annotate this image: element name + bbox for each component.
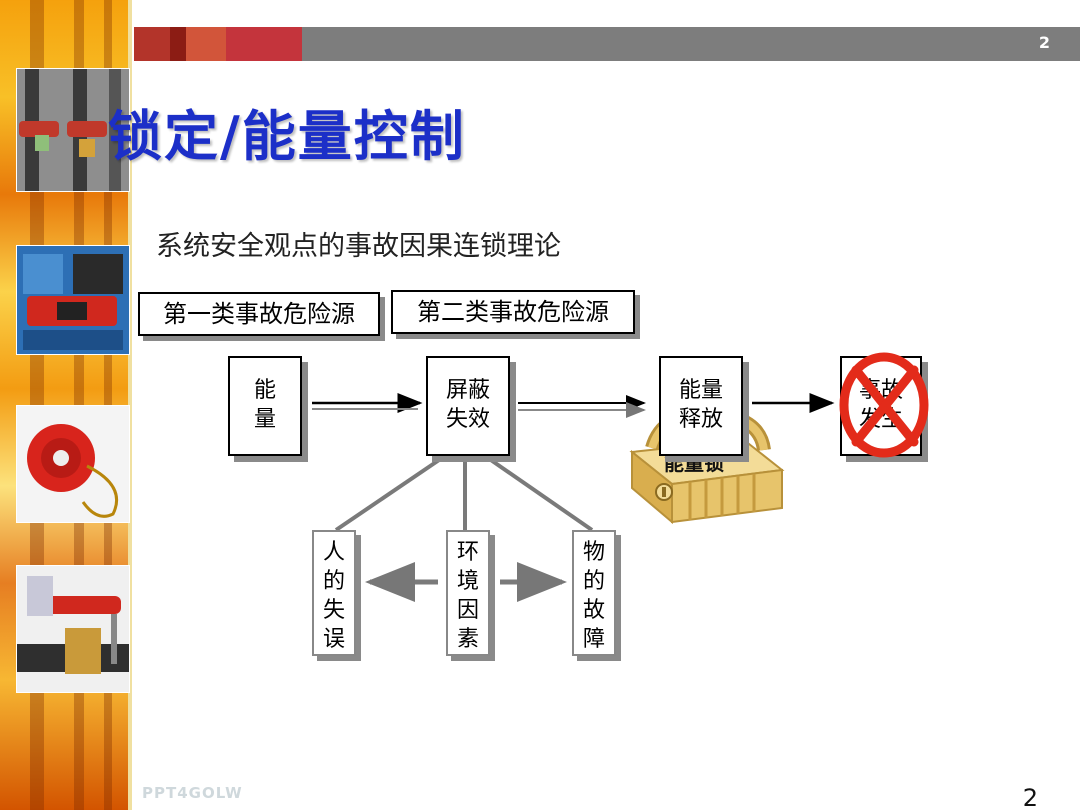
environment-char-1: 环 <box>456 540 479 565</box>
node-human-error: 人 的 失 误 <box>312 530 356 656</box>
node-energy-release-line-2: 释放 <box>678 407 723 432</box>
human-error-char-1: 人 <box>322 540 345 565</box>
lockout-photo-valve <box>16 68 130 192</box>
footer-page-number: 2 <box>1022 784 1038 812</box>
lockout-photo-pipe-valve <box>16 565 130 693</box>
object-fault-char-4: 障 <box>582 627 605 652</box>
slide-subtitle: 系统安全观点的事故因果连锁理论 <box>156 231 561 262</box>
cause-branch-lines <box>334 456 594 532</box>
object-fault-char-3: 故 <box>582 598 605 623</box>
environment-char-2: 境 <box>456 569 479 594</box>
lockout-photo-cable-lock <box>16 405 130 523</box>
arrow-energy-to-barrier <box>312 393 423 413</box>
sidebar-decoration <box>0 0 132 810</box>
human-error-char-2: 的 <box>322 569 345 594</box>
node-energy: 能 量 <box>228 356 302 456</box>
slide-title: 锁定/能量控制 <box>108 105 466 168</box>
environment-char-3: 因 <box>456 598 479 623</box>
object-fault-char-2: 的 <box>582 569 605 594</box>
node-barrier-failure-line-2: 失效 <box>445 407 490 432</box>
node-object-fault: 物 的 故 障 <box>572 530 616 656</box>
node-energy-line-1: 能 <box>253 378 276 403</box>
node-energy-release-line-1: 能量 <box>678 378 723 403</box>
node-energy-release: 能量 释放 <box>659 356 743 456</box>
first-hazard-label: 第一类事故危险源 <box>138 292 380 336</box>
brand-watermark: PPT4GOLW <box>142 784 243 802</box>
environment-char-4: 素 <box>456 627 479 652</box>
human-error-char-3: 失 <box>322 598 345 623</box>
second-hazard-label: 第二类事故危险源 <box>391 290 635 334</box>
prohibited-icon <box>839 352 929 458</box>
human-error-char-4: 误 <box>322 627 345 652</box>
header-bar <box>134 27 1080 61</box>
header-page-number: 2 <box>1038 33 1050 52</box>
node-barrier-failure-line-1: 屏蔽 <box>445 378 490 403</box>
lockout-photo-breaker <box>16 245 130 355</box>
node-barrier-failure: 屏蔽 失效 <box>426 356 510 456</box>
node-environment: 环 境 因 素 <box>446 530 490 656</box>
object-fault-char-1: 物 <box>582 540 605 565</box>
arrow-barrier-to-release <box>518 395 646 418</box>
node-energy-line-2: 量 <box>253 407 276 432</box>
